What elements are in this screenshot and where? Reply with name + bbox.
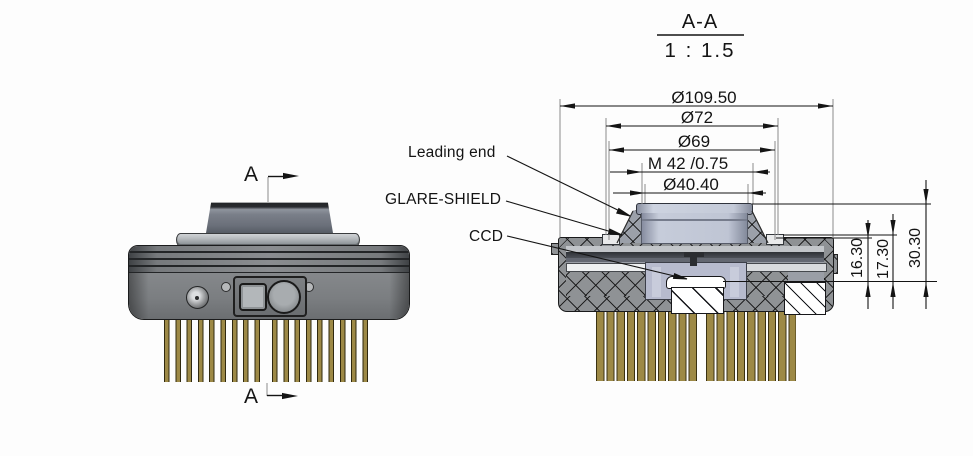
dim-outer-diameter: Ø109.50 <box>671 88 737 107</box>
pin-header-left <box>164 312 262 382</box>
ccd-block <box>671 287 724 314</box>
lens-hood <box>206 202 333 233</box>
screw-left <box>221 282 231 292</box>
interior-casting-left <box>566 272 645 296</box>
section-marker-letter-top: A <box>244 163 259 186</box>
interior-slot-left <box>566 263 648 272</box>
optical-port <box>239 283 267 311</box>
body-ridges <box>129 246 409 273</box>
round-port <box>267 280 301 314</box>
center-stop-stem <box>690 257 697 266</box>
section-pins-left <box>596 312 698 381</box>
shield-lip-left <box>602 234 620 245</box>
shield-lip-right <box>766 234 784 245</box>
callout-ccd: CCD <box>469 228 504 245</box>
cavity-wall-right <box>730 267 739 297</box>
section-view-scale: 1 : 1.5 <box>664 39 736 62</box>
section-pins-right <box>706 312 796 381</box>
cavity-wall-left <box>652 267 661 297</box>
section-view-title: A-A <box>681 11 719 33</box>
dim-height-flange: 17.30 <box>875 238 892 280</box>
dim-glare-shield-diameter: Ø69 <box>677 132 711 151</box>
lens-barrel <box>641 213 748 244</box>
lens-barrel-step <box>642 219 747 221</box>
dim-height-body: 16.30 <box>849 237 866 279</box>
center-stop <box>684 252 704 257</box>
potting-block <box>784 282 826 315</box>
pin-header-right <box>272 312 372 382</box>
dim-mount-recess-diameter: Ø72 <box>680 108 714 127</box>
coax-connector <box>186 286 209 309</box>
callout-glare-shield: GLARE-SHIELD <box>385 191 502 208</box>
section-cut-line-bottom <box>266 383 298 400</box>
dim-height-overall: 30.30 <box>907 227 924 269</box>
coax-center-pin <box>195 296 199 300</box>
dim-bore-diameter: Ø40.40 <box>663 175 719 194</box>
section-cut-line-top <box>267 172 299 202</box>
section-top-strip <box>566 246 824 252</box>
section-marker-letter-bottom: A <box>244 385 259 408</box>
interior-casting-right <box>744 272 788 296</box>
dim-lens-thread: M 42 /0.75 <box>647 154 729 173</box>
callout-leading-end: Leading end <box>408 144 496 161</box>
interior-slot-right <box>744 263 827 272</box>
